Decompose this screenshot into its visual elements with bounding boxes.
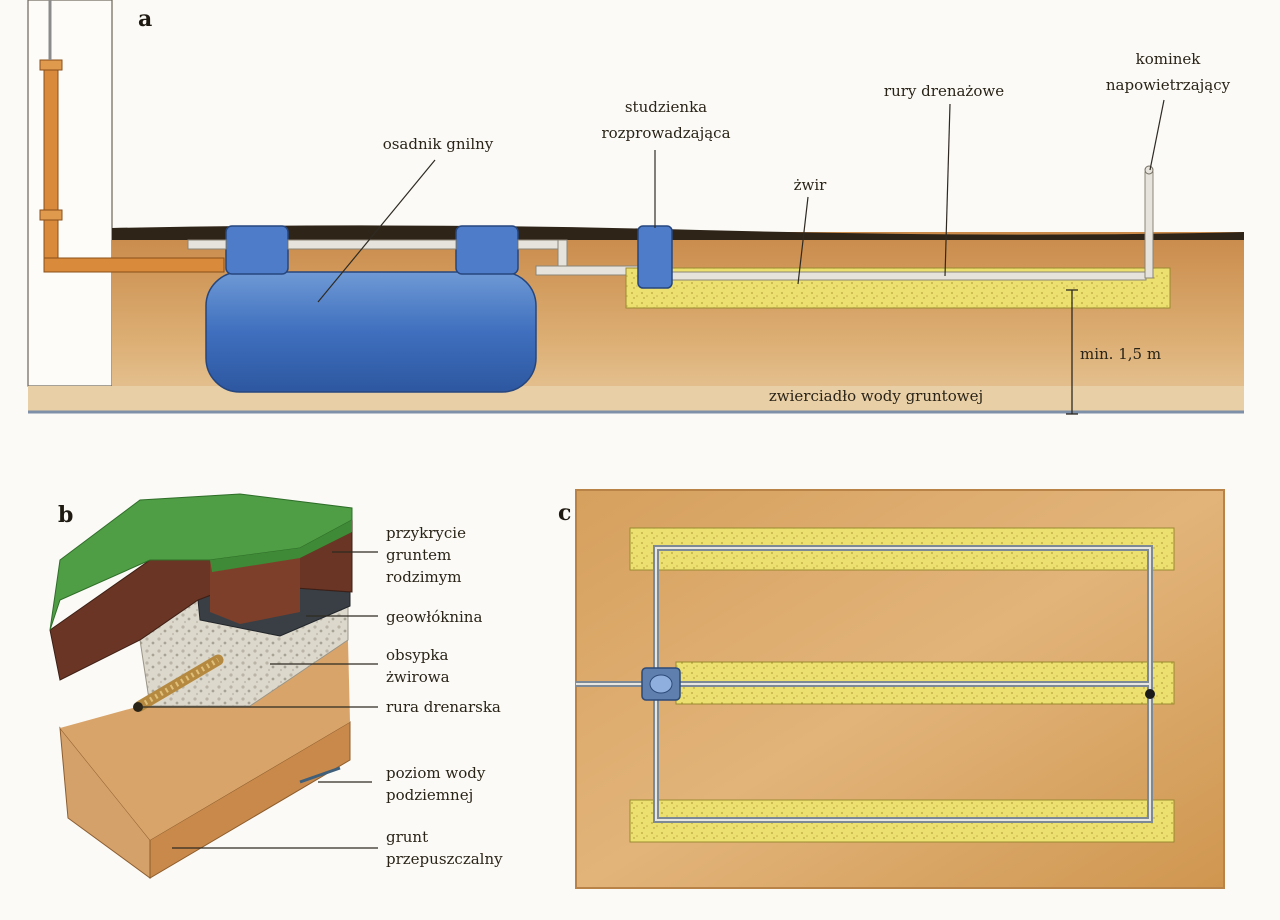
vent-stack-top [1145,689,1155,699]
section-a: a [27,0,1244,415]
leader-gravel [797,196,809,285]
vent-stack [1144,171,1154,279]
drain-pipe-b [134,654,224,712]
permeable-ground [60,640,350,840]
label-groundwater-level-1: poziom wody [386,764,486,782]
outlet-pipe [535,265,641,276]
label-permeable-soil-2: przepuszczalny [386,850,503,868]
label-drain-pipe: rura drenarska [386,698,501,716]
leader-vent-stack [1149,99,1165,171]
vent-pipe [187,239,227,250]
label-distribution-box-2: rozprowadzająca [601,124,730,142]
house-vertical-pipe [43,59,59,267]
septic-tank-riser [225,225,289,275]
label-septic-tank: osadnik gnilny [383,135,494,153]
distribution-box [637,225,673,289]
label-min-depth: min. 1,5 m [1080,345,1161,363]
house-wall [27,0,113,387]
label-groundwater-level-2: podziemnej [386,786,473,804]
label-gravel: żwir [794,176,828,194]
septic-tank-riser [455,225,519,275]
grass-edge [210,520,352,572]
drain-pipe-b-opening [133,702,143,712]
groundwater-marker [299,766,341,784]
section-b: b przykrycie gruntem rodzimym geowłó [49,493,503,879]
label-distribution-box-1: studzienka [625,98,707,116]
label-native-soil-3: rodzimym [386,568,461,586]
leader-septic-tank [317,159,436,303]
inlet-pipe [43,257,225,273]
label-drain-pipes: rury drenażowe [884,82,1004,100]
label-geotextile: geowłóknina [386,608,482,626]
label-gravel-fill-2: żwirowa [386,668,450,686]
topsoil-layer [112,225,1244,240]
section-c: c [558,489,1225,889]
label-native-soil-2: gruntem [386,546,451,564]
label-native-soil-1: przykrycie [386,524,466,542]
label-vent-stack-2: napowietrzający [1106,76,1231,94]
vent-cap [1144,165,1154,175]
label-permeable-soil-1: grunt [386,828,428,846]
connecting-pipe [287,239,457,250]
panel-label-a: a [138,6,152,32]
pipe-fitting [39,59,63,71]
panel-label-b: b [58,502,73,528]
distribution-box-lid [649,674,673,694]
label-groundwater-table: zwierciadło wody gruntowej [769,387,983,405]
label-gravel-fill-1: obsypka [386,646,448,664]
label-vent-stack-1: kominek [1136,50,1202,68]
septic-tank-body [205,271,537,393]
pipe-network-highlight [655,547,1151,821]
leader-drain-pipes [944,103,951,277]
pipe-fitting [39,209,63,221]
panel-label-c: c [558,500,571,526]
soil-lower-strip [28,386,1244,412]
drain-pipe [665,271,1147,281]
